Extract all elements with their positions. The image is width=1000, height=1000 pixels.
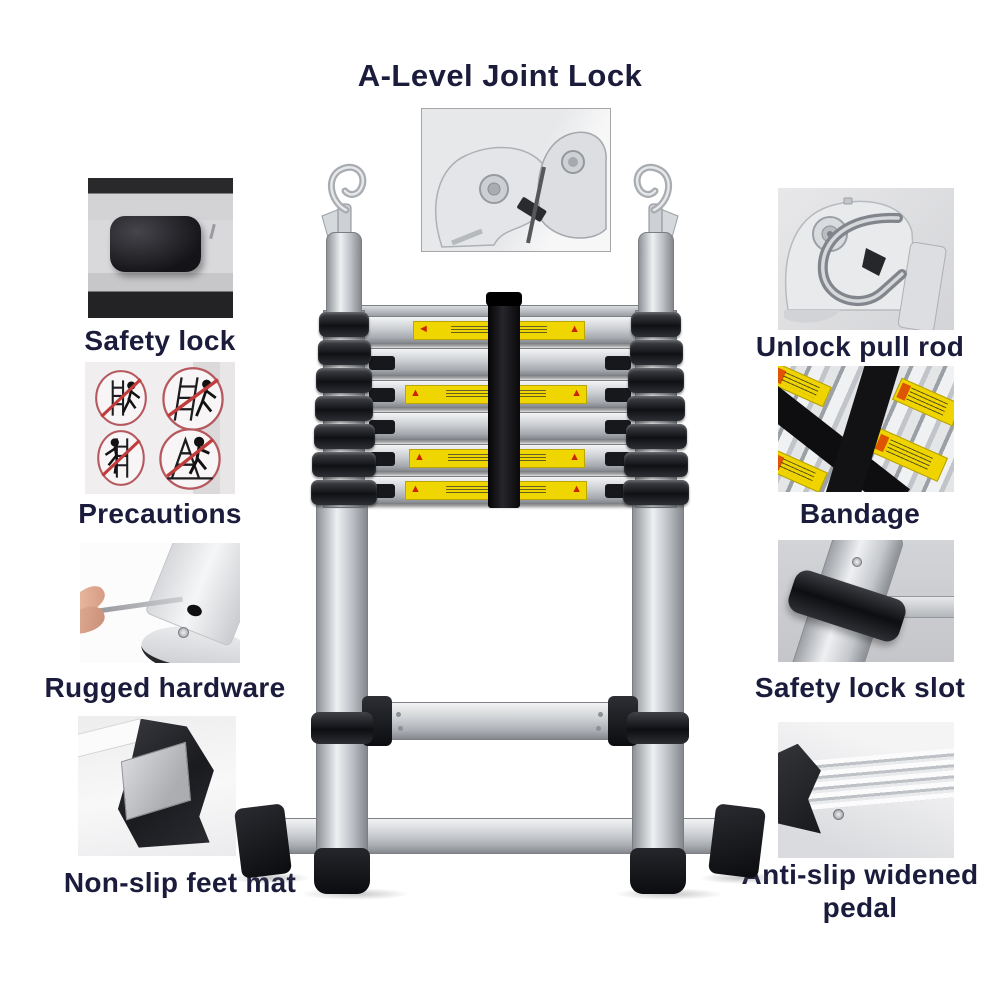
latch-button bbox=[605, 356, 631, 370]
collar bbox=[319, 312, 369, 337]
rugged-hardware-photo bbox=[80, 543, 240, 663]
collar bbox=[316, 368, 372, 393]
prohibition-icon bbox=[157, 366, 229, 432]
unlock-pull-rod-photo bbox=[778, 188, 954, 330]
cross-rung bbox=[380, 702, 620, 740]
rivet bbox=[598, 712, 603, 717]
leg-collar-right bbox=[627, 712, 689, 744]
latch-button bbox=[369, 356, 395, 370]
rivet bbox=[398, 726, 403, 731]
collar bbox=[627, 396, 685, 421]
top-tube-left bbox=[326, 232, 362, 318]
label-safety-lock: Safety lock bbox=[84, 325, 236, 356]
latch-button bbox=[605, 388, 631, 402]
collar bbox=[626, 424, 687, 449]
prohibition-icon bbox=[89, 368, 153, 428]
leg-foot-left bbox=[314, 848, 370, 894]
bandage-photo bbox=[778, 366, 954, 492]
shadow bbox=[700, 872, 780, 884]
safety-lock-button bbox=[109, 215, 202, 272]
leg-foot-right bbox=[630, 848, 686, 894]
rivet bbox=[177, 627, 189, 638]
prohibition-icon bbox=[89, 428, 153, 488]
label-anti-slip-widened-pedal: Anti-slip widened pedal bbox=[741, 859, 979, 923]
collar bbox=[312, 452, 376, 477]
collar bbox=[631, 312, 681, 337]
collar bbox=[623, 480, 689, 505]
top-tube-right bbox=[638, 232, 674, 318]
non-slip-feet-photo bbox=[78, 716, 236, 856]
precautions-photo bbox=[85, 362, 235, 494]
rivet bbox=[851, 557, 862, 568]
page-title: A-Level Joint Lock bbox=[357, 58, 643, 93]
label-precautions: Precautions bbox=[78, 498, 242, 529]
latch-button bbox=[369, 420, 395, 434]
collar bbox=[624, 452, 688, 477]
collar bbox=[315, 396, 373, 421]
collar bbox=[311, 480, 377, 505]
pull-rod-illustration bbox=[784, 197, 947, 330]
rivet bbox=[832, 809, 844, 821]
label-safety-lock-slot: Safety lock slot bbox=[754, 672, 966, 703]
latch-button bbox=[369, 388, 395, 402]
label-unlock-pull-rod: Unlock pull rod bbox=[755, 331, 965, 362]
safety-lock-photo bbox=[88, 178, 233, 318]
safety-lock-slot-photo bbox=[778, 540, 954, 662]
joint-lock-illustration bbox=[435, 131, 607, 248]
latch-button bbox=[605, 420, 631, 434]
collar bbox=[318, 340, 371, 365]
rivet bbox=[596, 726, 601, 731]
anti-slip-pedal-photo bbox=[778, 722, 954, 858]
label-rugged-hardware: Rugged hardware bbox=[44, 672, 286, 703]
label-bandage: Bandage bbox=[799, 498, 921, 529]
leg-left bbox=[316, 500, 368, 860]
bandage-strap bbox=[486, 292, 522, 508]
stabilizer-foot-right bbox=[707, 803, 767, 879]
leg-right bbox=[632, 500, 684, 860]
collar bbox=[630, 340, 683, 365]
collar bbox=[628, 368, 684, 393]
stabilizer-foot-left bbox=[233, 803, 293, 879]
joint-lock-photo bbox=[421, 108, 611, 252]
rivet bbox=[396, 712, 401, 717]
prohibition-icon bbox=[153, 426, 227, 492]
collar bbox=[314, 424, 375, 449]
leg-collar-left bbox=[311, 712, 373, 744]
